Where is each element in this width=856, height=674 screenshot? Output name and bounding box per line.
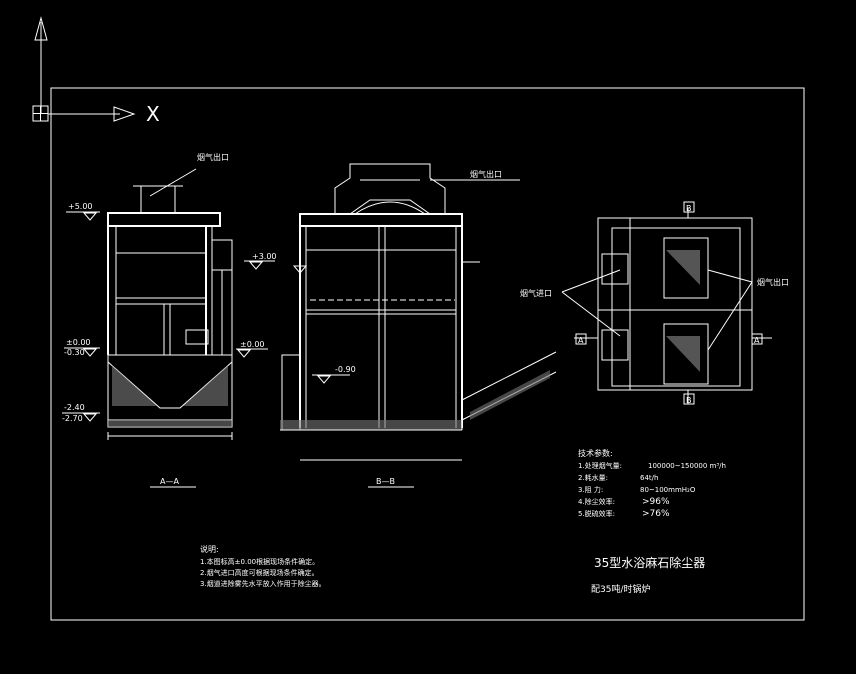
section-bb-title: B—B xyxy=(376,477,395,486)
plan-mark-a-right: A xyxy=(754,336,760,345)
tech-item-label: 2.耗水量: xyxy=(578,473,608,482)
plan-view-drawing xyxy=(561,201,772,405)
aa-elev-right: ±0.00 xyxy=(240,340,265,349)
tech-item-value: >96% xyxy=(642,497,670,507)
note-item: 3.烟道进除雾先水平放入作用于除尘器。 xyxy=(200,579,326,588)
tech-item-value: 80~100mmH₂O xyxy=(640,486,696,494)
plan-inlet-label: 烟气进口 xyxy=(520,288,552,298)
note-item: 1.本图标高±0.00根据现场条件确定。 xyxy=(200,557,319,566)
notes-title: 说明: xyxy=(200,544,219,554)
tech-item-label: 3.阻 力: xyxy=(578,485,603,494)
tech-item-label: 4.除尘效率: xyxy=(578,497,615,506)
section-bb-drawing xyxy=(280,163,557,461)
section-aa-drawing xyxy=(62,168,275,440)
plan-outlet-label: 烟气出口 xyxy=(757,277,789,287)
tech-item-value: 100000~150000 m³/h xyxy=(648,462,726,470)
tech-title: 技术参数: xyxy=(578,448,613,458)
plan-mark-b-bottom: B xyxy=(686,396,692,405)
plan-mark-a-left: A xyxy=(578,336,584,345)
bb-outlet-label: 烟气出口 xyxy=(470,169,502,179)
section-aa-title: A—A xyxy=(160,477,179,486)
bb-elev-low: -0.90 xyxy=(335,365,356,374)
drawing-title: 35型水浴麻石除尘器 xyxy=(594,555,705,570)
aa-elev-low1: -0.30 xyxy=(64,348,85,357)
aa-elev-water: ±0.00 xyxy=(66,338,91,347)
aa-elev-top: +5.00 xyxy=(68,202,93,211)
note-item: 2.烟气进口高度可根据现场条件确定。 xyxy=(200,568,319,577)
drawing-frame xyxy=(50,87,805,621)
tech-item-label: 1.处理烟气量: xyxy=(578,461,622,470)
tech-item-value: >76% xyxy=(642,509,670,519)
aa-elev-bot1: -2.40 xyxy=(64,403,85,412)
tech-list: 1.处理烟气量: 100000~150000 m³/h 2.耗水量: 64t/h… xyxy=(578,461,726,519)
x-axis-label: X xyxy=(146,102,160,126)
aa-elev-side: +3.00 xyxy=(252,252,277,261)
tech-item-value: 64t/h xyxy=(640,474,658,482)
drawing-subtitle: 配35吨/时锅炉 xyxy=(591,583,651,595)
aa-outlet-label: 烟气出口 xyxy=(197,152,229,162)
tech-item-label: 5.脱硫效率: xyxy=(578,509,615,518)
aa-elev-bot2: -2.70 xyxy=(62,414,83,423)
ucs-axis-icon: X xyxy=(32,16,160,126)
plan-mark-b-top: B xyxy=(686,204,692,213)
